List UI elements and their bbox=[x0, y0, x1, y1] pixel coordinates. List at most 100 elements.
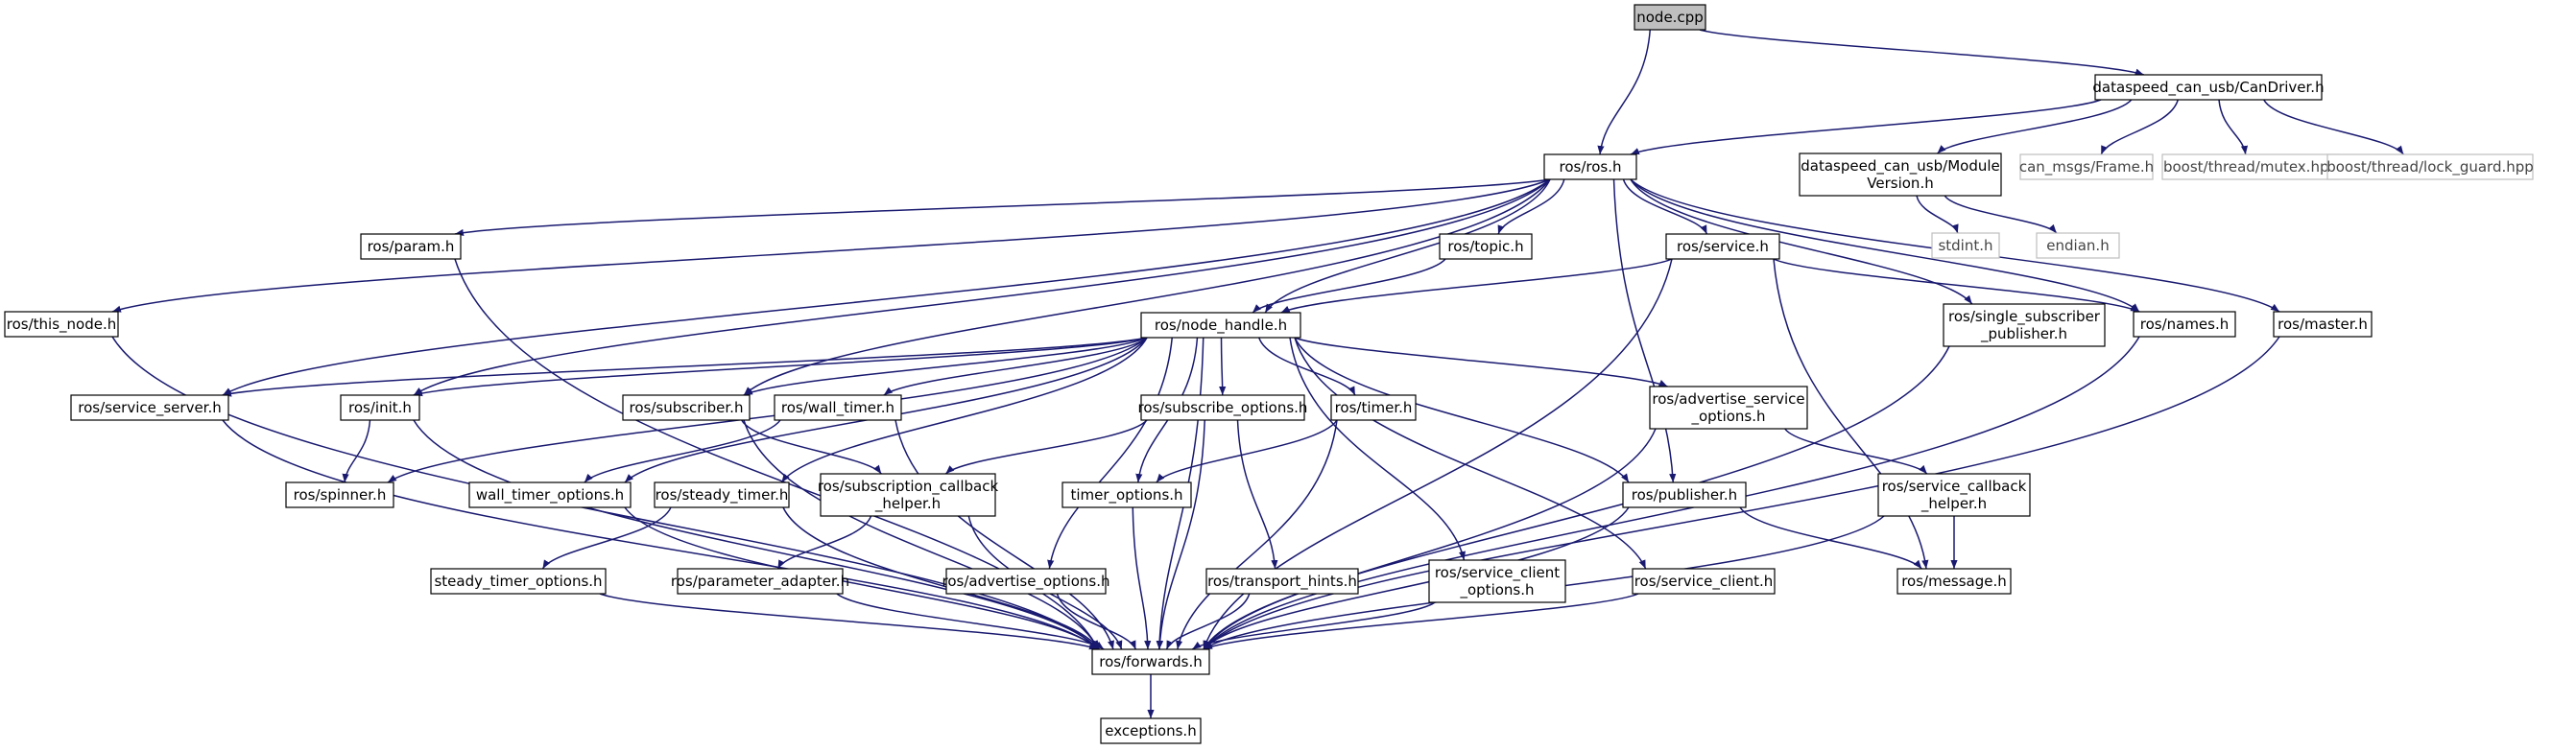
edge-nodehandle-to-srvserver bbox=[222, 337, 1148, 397]
edge-nodehandle-to-publisher bbox=[1294, 337, 1630, 483]
node-srvclientopts[interactable]: ros/service_client_options.h bbox=[1428, 559, 1566, 603]
node-label: ros/single_subscriber bbox=[1948, 308, 2101, 326]
node-label: stdint.h bbox=[1938, 237, 1992, 254]
edge-ros_h-to-names bbox=[1630, 178, 2140, 313]
node-steadytimeropts[interactable]: steady_timer_options.h bbox=[430, 568, 607, 595]
node-forwards[interactable]: ros/forwards.h bbox=[1091, 648, 1210, 675]
edge-steadytimeropts-to-forwards bbox=[599, 593, 1099, 650]
edge-steadytimer-to-steadytimeropts bbox=[541, 506, 672, 570]
node-label: dataspeed_can_usb/Module bbox=[1801, 157, 2000, 176]
node-walltimer[interactable]: ros/wall_timer.h bbox=[774, 394, 902, 421]
node-box bbox=[285, 481, 394, 508]
node-label: ros/advertise_options.h bbox=[942, 573, 1110, 591]
node-label: ros/master.h bbox=[2278, 316, 2368, 333]
node-service[interactable]: ros/service.h bbox=[1665, 233, 1780, 260]
edge-advsrvopts-to-srvcbhelper bbox=[1784, 428, 1928, 475]
node-singlesub[interactable]: ros/single_subscriber_publisher.h bbox=[1943, 303, 2106, 347]
edge-subopts-to-transport bbox=[1236, 419, 1278, 570]
edge-ros_h-to-service bbox=[1622, 178, 1708, 235]
edge-nodehandle-to-init bbox=[413, 337, 1148, 397]
node-paramadapter[interactable]: ros/parameter_adapter.h bbox=[671, 568, 849, 595]
node-advopts[interactable]: ros/advertise_options.h bbox=[942, 568, 1110, 595]
edge-subopts-to-subcbhelper bbox=[944, 419, 1148, 475]
node-srvclient[interactable]: ros/service_client.h bbox=[1632, 568, 1776, 595]
node-master[interactable]: ros/master.h bbox=[2273, 311, 2373, 338]
node-candriver[interactable]: dataspeed_can_usb/CanDriver.h bbox=[2092, 74, 2325, 101]
node-box bbox=[945, 568, 1107, 595]
node-label: ros/names.h bbox=[2140, 316, 2230, 333]
node-box bbox=[2161, 153, 2340, 180]
node-node_cpp[interactable]: node.cpp bbox=[1634, 4, 1706, 31]
node-box bbox=[2019, 153, 2154, 180]
node-box bbox=[430, 568, 607, 595]
edge-walltimeropts-to-forwards bbox=[624, 506, 1099, 650]
node-exceptions[interactable]: exceptions.h bbox=[1100, 717, 1202, 744]
node-srvcbhelper[interactable]: ros/service_callback_helper.h bbox=[1877, 473, 2031, 517]
node-label: ros/service.h bbox=[1677, 238, 1769, 255]
node-box bbox=[1091, 648, 1210, 675]
node-subscriber[interactable]: ros/subscriber.h bbox=[622, 394, 751, 421]
node-subopts[interactable]: ros/subscribe_options.h bbox=[1138, 394, 1308, 421]
node-nodehandle[interactable]: ros/node_handle.h bbox=[1140, 312, 1301, 339]
node-steadytimer[interactable]: ros/steady_timer.h bbox=[654, 481, 790, 508]
node-advsrvopts[interactable]: ros/advertise_service_options.h bbox=[1649, 386, 1808, 430]
edge-ros_h-to-singlesub bbox=[1630, 178, 1973, 305]
node-label: _publisher.h bbox=[1980, 325, 2067, 343]
node-label: ros/advertise_service bbox=[1652, 390, 1804, 409]
node-label: _helper.h bbox=[1920, 495, 1987, 513]
edge-service-to-forwards bbox=[1203, 258, 1673, 650]
edge-publisher-to-message bbox=[1739, 506, 1922, 570]
node-box bbox=[1799, 153, 2002, 197]
node-transport[interactable]: ros/transport_hints.h bbox=[1205, 568, 1359, 595]
node-label: _helper.h bbox=[874, 495, 941, 513]
node-label: ros/publisher.h bbox=[1632, 486, 1737, 504]
edge-subscriber-to-forwards bbox=[743, 419, 1099, 650]
node-srvserver[interactable]: ros/service_server.h bbox=[70, 394, 229, 421]
edge-nodehandle-to-subscriber bbox=[743, 337, 1148, 396]
node-names[interactable]: ros/names.h bbox=[2133, 311, 2236, 338]
node-box bbox=[2036, 232, 2120, 259]
node-label: boost/thread/mutex.hpp bbox=[2163, 158, 2338, 176]
node-label: ros/wall_timer.h bbox=[781, 399, 894, 417]
node-label: _options.h bbox=[1459, 581, 1534, 599]
node-publisher[interactable]: ros/publisher.h bbox=[1622, 481, 1747, 508]
edge-topic-to-nodehandle bbox=[1252, 258, 1446, 314]
node-message[interactable]: ros/message.h bbox=[1896, 568, 2012, 595]
edge-candriver-to-frame bbox=[2100, 99, 2179, 155]
edge-names-to-forwards bbox=[1203, 336, 2140, 650]
node-label: boost/thread/lock_guard.hpp bbox=[2326, 158, 2534, 176]
node-box bbox=[1622, 481, 1747, 508]
node-spinner[interactable]: ros/spinner.h bbox=[285, 481, 394, 508]
node-ros_h[interactable]: ros/ros.h bbox=[1543, 153, 1637, 180]
node-box bbox=[1896, 568, 2012, 595]
node-topic[interactable]: ros/topic.h bbox=[1439, 233, 1533, 260]
node-thisnode[interactable]: ros/this_node.h bbox=[4, 311, 119, 338]
node-label: ros/subscription_callback bbox=[818, 478, 999, 496]
node-box bbox=[1330, 394, 1417, 421]
node-init[interactable]: ros/init.h bbox=[340, 394, 420, 421]
edge-nodehandle-to-advopts bbox=[1047, 337, 1173, 570]
edge-modver-to-endian bbox=[1944, 195, 2058, 234]
node-mutex: boost/thread/mutex.hpp bbox=[2161, 153, 2340, 180]
node-box bbox=[820, 473, 996, 517]
node-timer[interactable]: ros/timer.h bbox=[1330, 394, 1417, 421]
node-box bbox=[2133, 311, 2236, 338]
node-label: ros/ros.h bbox=[1560, 158, 1622, 176]
node-label: ros/service_client bbox=[1435, 564, 1560, 582]
edge-singlesub-to-forwards bbox=[1203, 345, 1950, 650]
edge-candriver-to-lockguard bbox=[2263, 99, 2404, 155]
edge-subopts-to-forwards bbox=[1156, 419, 1205, 650]
node-walltimeropts[interactable]: wall_timer_options.h bbox=[468, 481, 632, 508]
edge-ros_h-to-thisnode bbox=[111, 178, 1551, 313]
node-timeropts[interactable]: timer_options.h bbox=[1061, 481, 1192, 508]
edge-subcbhelper-to-paramadapter bbox=[776, 515, 872, 570]
node-box bbox=[1931, 232, 2000, 259]
node-subcbhelper[interactable]: ros/subscription_callback_helper.h bbox=[818, 473, 999, 517]
node-box bbox=[1649, 386, 1808, 430]
node-label: wall_timer_options.h bbox=[476, 486, 624, 505]
node-param[interactable]: ros/param.h bbox=[360, 233, 462, 260]
edge-nodehandle-to-steadytimer bbox=[780, 337, 1148, 483]
edge-master-to-forwards bbox=[1203, 336, 2280, 650]
